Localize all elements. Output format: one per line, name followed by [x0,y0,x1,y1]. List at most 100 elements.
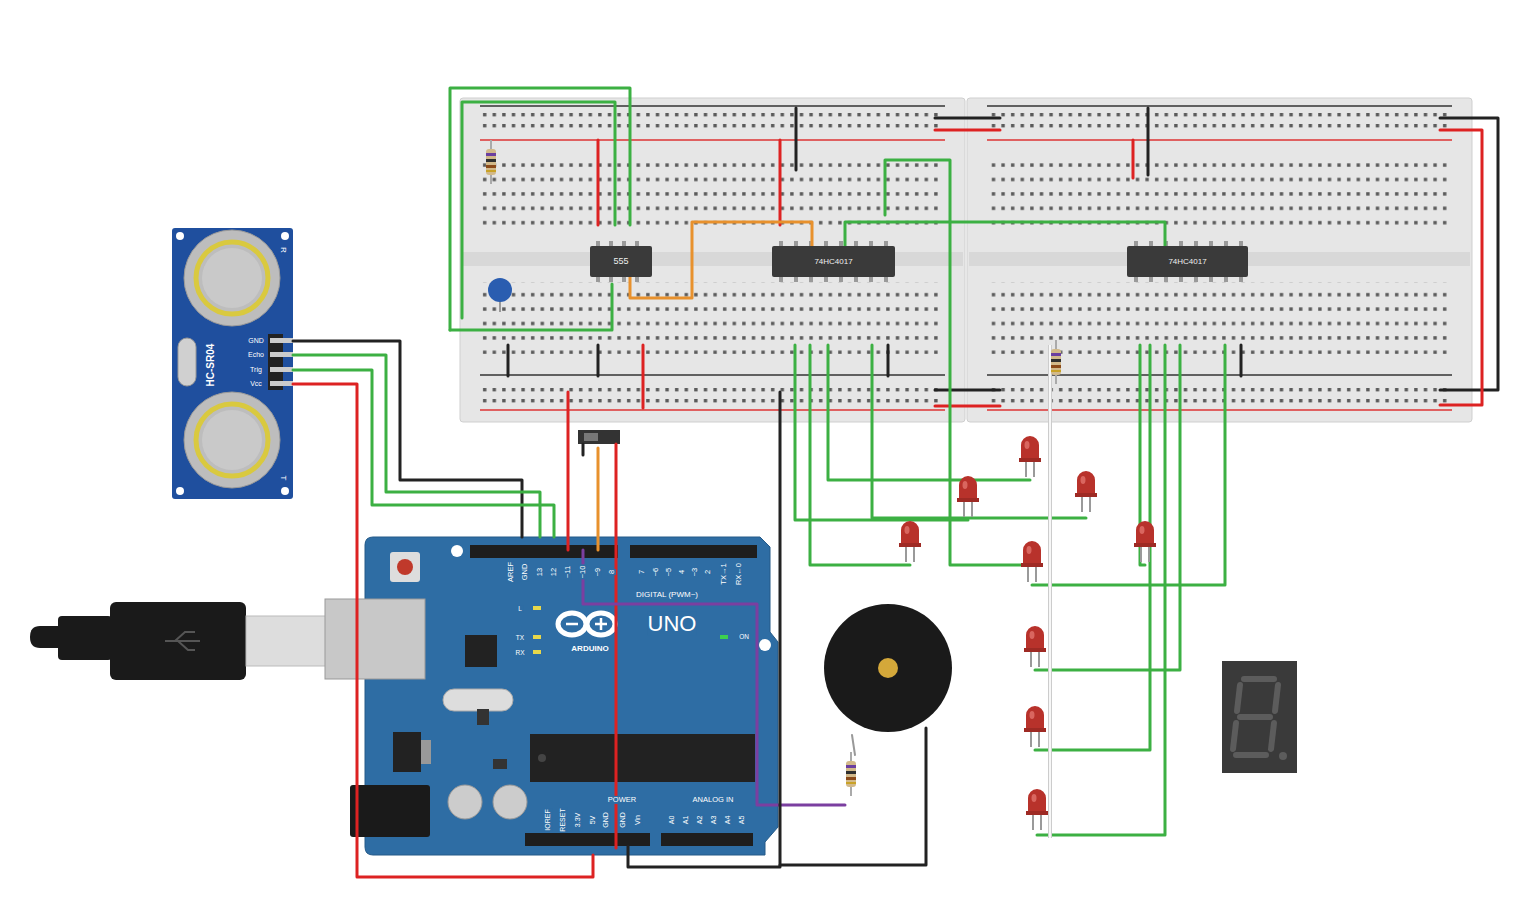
pin-label: 2 [704,569,712,575]
arduino-board [397,559,413,575]
arduino-board [477,709,489,725]
chip-pins [1194,241,1198,246]
piezo-buzzer [824,604,952,732]
pin-label: TX→1 [720,562,728,585]
chip-pins [635,241,639,246]
pin-label: Echo [247,351,265,359]
breadboard-left [480,409,945,411]
arduino-board [566,618,607,630]
led-symbols [1026,789,1048,830]
pin-label: ON [738,633,750,640]
breadboard-wires [935,389,1000,392]
pin-label: L [517,605,523,612]
ic-chip: 555 [590,246,652,277]
pin-label: ~11 [564,565,572,579]
led-wires [1035,345,1180,670]
slide-switch [578,430,620,444]
pin-label: GND [619,811,627,829]
pin-label: ~9 [594,567,602,578]
hc-sr04-board [270,338,293,343]
seven-segment-display [1279,752,1287,760]
chip-pins [596,241,600,246]
part-label: 74HC4017 [1168,257,1206,266]
pin-label: ~6 [652,567,660,578]
chip-pins [1134,241,1138,246]
led-symbols [1019,436,1041,477]
breadboard-wires [450,88,1498,565]
arduino-board [443,689,513,711]
led-wires [810,345,910,565]
arduino-wires [582,444,585,455]
breadboard-right [987,382,1447,404]
white-wire [1049,345,1051,838]
arduino-board [465,635,497,667]
arduino-board: UNOARDUINO [365,537,778,855]
chip-pins [884,277,888,282]
arduino-wires [852,735,855,755]
pin-label: ~10 [579,565,587,580]
seven-segment-display [1222,661,1297,773]
seven-segment-display [1233,679,1278,755]
chip-pins [1149,241,1153,246]
hc-sr04-board [184,392,280,488]
pin-label: 5V [589,815,597,826]
hc-sr04-board [172,228,293,499]
led-symbols [1075,471,1097,512]
chip-pins [839,277,843,282]
pin-label: 12 [550,567,558,577]
breadboard-right [987,105,1452,107]
pin-label: 4 [678,569,686,575]
arduino-board [350,785,430,837]
hc-sr04-board [281,487,289,495]
arduino-wires [597,448,600,550]
pin-label: 3.3V [574,812,582,828]
led-symbols [899,521,921,562]
piezo-buzzer [824,604,952,732]
capacitor-symbol [488,278,512,302]
arduino-wires [615,444,618,848]
part-label: UNO [648,612,697,636]
piezo-buzzer [878,658,898,678]
pin-label: 7 [638,569,646,575]
pin-label: A5 [738,815,746,826]
led-wires [1032,345,1225,585]
slide-switch [578,430,620,444]
arduino-board [390,552,420,582]
pin-label: T [279,475,288,482]
hc-sr04-board [176,232,184,240]
chip-pins [1194,277,1198,282]
usb-cable [58,616,112,660]
chip-pins [854,277,858,282]
led-symbols [1024,706,1046,747]
chip-pins [884,241,888,246]
hc-sr04-board [281,232,289,240]
usb-cable [246,616,326,666]
chip-pins [839,241,843,246]
hc-sr04-board [184,230,280,326]
led-symbols [1134,521,1156,562]
pin-label: ~3 [691,567,699,578]
arduino-wires [583,550,845,805]
usb-cable [30,626,60,648]
breadboard-wires [779,140,782,225]
breadboard-wires [1132,140,1135,178]
pin-label: A0 [668,815,676,826]
chip-pins [1149,277,1153,282]
chip-pins [854,241,858,246]
chip-pins [609,277,613,282]
breadboard-wires [597,140,600,225]
chip-pins [1179,241,1183,246]
ic-chip: 74HC4017 [772,246,895,277]
pin-label: ~5 [665,567,673,578]
arduino-board [493,759,507,769]
arduino-board [470,545,618,558]
breadboard-left [480,374,945,376]
breadboard-wires [1440,130,1482,405]
chip-pins [809,277,813,282]
breadboard-wires [462,102,615,318]
seven-segment-display [1240,714,1270,720]
pin-label: 13 [536,567,544,577]
